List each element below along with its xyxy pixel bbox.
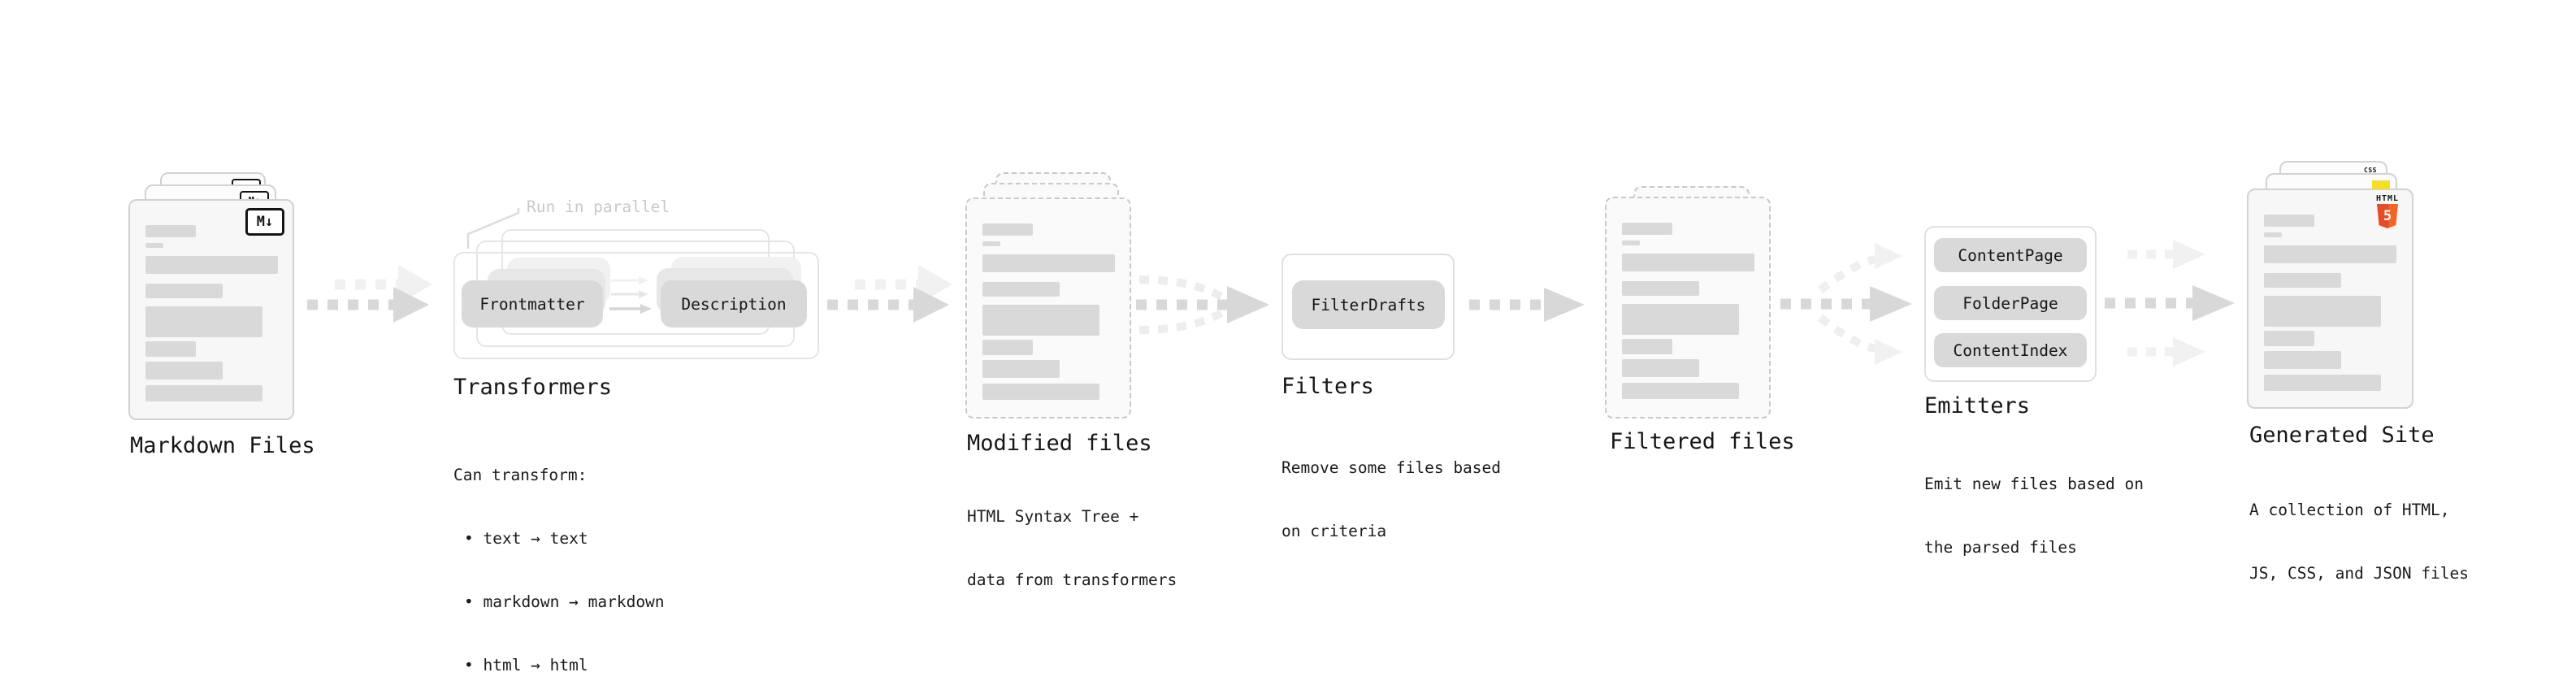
doc-content-bar — [2264, 215, 2314, 227]
filtered-file-card — [1605, 197, 1771, 419]
generated-html-card: HTML 5 — [2247, 189, 2413, 409]
transformers-description: Can transform: • text → text • markdown … — [453, 423, 665, 681]
doc-content-bar — [982, 282, 1060, 297]
arrowhead-light — [1875, 339, 1902, 365]
description-line: on criteria — [1281, 522, 1387, 540]
filtered-files-label: Filtered files — [1610, 429, 1795, 454]
html5-icon: HTML 5 — [2373, 194, 2402, 228]
arrowhead-light — [2173, 337, 2205, 367]
parallel-arrows-icon — [609, 276, 652, 314]
markdown-files-label: Markdown Files — [130, 433, 315, 458]
doc-content-bar — [1622, 223, 1672, 235]
arrowhead-dark — [1870, 286, 1912, 322]
doc-content-bar — [2264, 351, 2341, 369]
folder-page-node: FolderPage — [1934, 286, 2087, 320]
description-line: • html → html — [464, 656, 588, 674]
description-line: Remove some files based — [1281, 458, 1502, 477]
html5-icon-word: HTML — [2375, 194, 2400, 203]
doc-content-bar — [1622, 304, 1739, 335]
triple-arrow-icon — [2105, 240, 2235, 367]
doc-content-bar — [145, 341, 196, 357]
doc-content-bar — [982, 360, 1060, 378]
doc-content-bar — [2264, 331, 2314, 346]
doc-content-bar — [2264, 245, 2396, 263]
doc-content-bar — [2264, 232, 2282, 237]
description-line: Can transform: — [453, 466, 588, 484]
doc-content-bar — [982, 241, 1000, 246]
generated-site-description: A collection of HTML, JS, CSS, and JSON … — [2249, 458, 2469, 627]
description-line: • text → text — [464, 529, 588, 548]
arrowhead-light — [2173, 240, 2205, 269]
arrowhead-light — [1875, 243, 1902, 269]
modified-files-description: HTML Syntax Tree + data from transformer… — [967, 464, 1177, 633]
markdown-icon: M↓ — [245, 208, 284, 236]
description-line: JS, CSS, and JSON files — [2249, 564, 2470, 583]
doc-content-bar — [1622, 339, 1672, 354]
html5-icon-shield: 5 — [2377, 204, 2398, 228]
css-icon-word: CSS — [2364, 167, 2377, 174]
doc-content-bar — [145, 256, 278, 274]
arrowhead-dark — [913, 287, 949, 323]
arrowhead-dark — [1544, 288, 1585, 322]
description-line: the parsed files — [1924, 538, 2077, 557]
filters-label: Filters — [1281, 374, 1374, 399]
doc-content-bar — [145, 243, 163, 248]
doc-content-bar — [1622, 254, 1754, 271]
doc-content-bar — [1622, 359, 1699, 377]
doc-content-bar — [1622, 383, 1739, 399]
filter-drafts-node: FilterDrafts — [1292, 280, 1445, 329]
description-line: HTML Syntax Tree + — [967, 507, 1139, 526]
doc-content-bar — [1622, 241, 1640, 245]
flow-arrow-icon — [307, 265, 432, 323]
description-line: A collection of HTML, — [2249, 501, 2450, 519]
content-page-node: ContentPage — [1934, 238, 2087, 272]
doc-content-bar — [982, 254, 1115, 272]
fanout-arrow-icon — [1780, 243, 1912, 365]
generated-site-label: Generated Site — [2249, 423, 2435, 448]
markdown-file-card: M↓ — [128, 199, 294, 420]
description-node: Description — [661, 280, 807, 327]
doc-content-bar — [145, 385, 262, 401]
doc-content-bar — [145, 284, 223, 298]
doc-content-bar — [2264, 273, 2341, 288]
flow-arrow-icon — [827, 265, 952, 323]
content-index-node: ContentIndex — [1934, 333, 2087, 367]
doc-content-bar — [145, 225, 196, 237]
doc-content-bar — [982, 340, 1033, 355]
doc-content-bar — [982, 223, 1033, 236]
description-line: Emit new files based on — [1924, 475, 2144, 493]
doc-content-bar — [2264, 296, 2381, 327]
doc-content-bar — [982, 384, 1099, 400]
emitters-label: Emitters — [1924, 393, 2031, 419]
transformers-label: Transformers — [453, 375, 613, 400]
doc-content-bar — [982, 305, 1099, 336]
description-line: • markdown → markdown — [464, 592, 665, 611]
frontmatter-node: Frontmatter — [462, 280, 603, 327]
transformer-frame-front — [453, 252, 819, 359]
arrowhead-dark — [393, 287, 429, 323]
doc-content-bar — [145, 306, 262, 337]
arrowhead-dark — [1227, 286, 1269, 323]
doc-content-bar — [1622, 281, 1699, 296]
arrowhead-dark — [2192, 285, 2235, 321]
flow-arrow-icon — [1469, 288, 1585, 322]
js-icon — [2372, 180, 2390, 190]
doc-content-bar — [145, 362, 223, 380]
modified-files-label: Modified files — [967, 431, 1152, 456]
doc-content-bar — [2264, 375, 2381, 391]
description-line: data from transformers — [967, 570, 1177, 589]
emitters-description: Emit new files based on the parsed files — [1924, 432, 2144, 601]
run-in-parallel-note: Run in parallel — [527, 197, 670, 216]
note-connector-line — [466, 208, 520, 249]
modified-file-card — [965, 197, 1131, 419]
filters-description: Remove some files based on criteria — [1281, 415, 1501, 584]
merge-arrow-icon — [1136, 275, 1269, 334]
